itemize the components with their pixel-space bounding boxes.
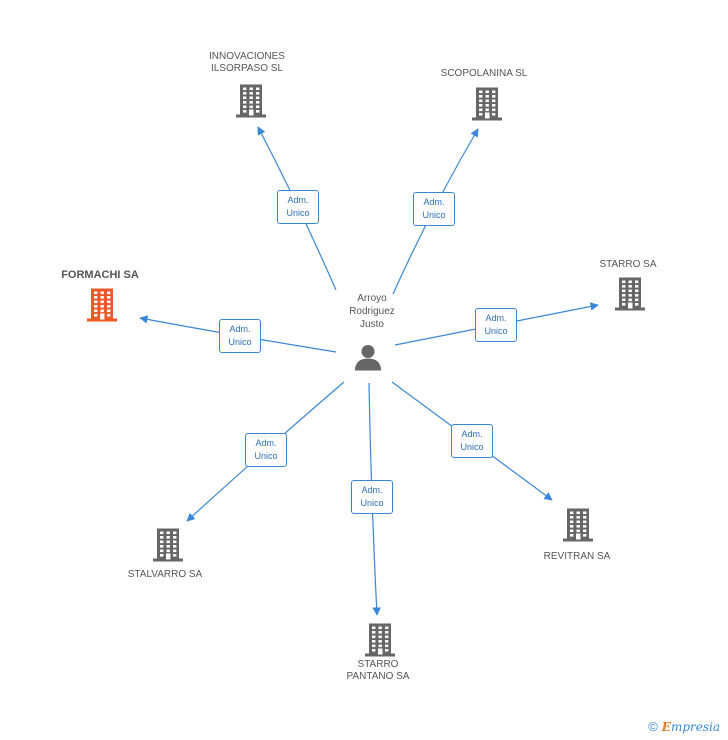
building-icon[interactable]: [470, 86, 504, 127]
relation-label-stalvarro[interactable]: Adm. Unico: [245, 433, 287, 467]
relation-text: Adm.: [287, 195, 309, 205]
relation-text: Unico: [286, 208, 310, 218]
relation-label-revitran[interactable]: Adm. Unico: [451, 424, 493, 458]
relation-text: Adm.: [485, 313, 507, 323]
brand-logo[interactable]: Empresia: [661, 720, 720, 734]
relation-label-scopolanina[interactable]: Adm. Unico: [413, 192, 455, 226]
company-label-revitran[interactable]: REVITRAN SA: [543, 551, 611, 562]
relation-text: Adm.: [229, 324, 251, 334]
building-icon[interactable]: [85, 287, 119, 328]
relation-text: Adm.: [461, 429, 483, 439]
company-label-stalvarro[interactable]: STALVARRO SA: [127, 569, 203, 580]
building-icon[interactable]: [363, 622, 397, 663]
company-label-starro[interactable]: STARRO SA: [599, 259, 657, 270]
relation-label-starro[interactable]: Adm. Unico: [475, 308, 517, 342]
building-icon[interactable]: [234, 83, 268, 124]
relation-text: Unico: [422, 210, 446, 220]
person-icon[interactable]: [353, 343, 383, 378]
company-label-starro-pantano[interactable]: STARRO PANTANO SA: [346, 659, 410, 682]
relation-label-formachi[interactable]: Adm. Unico: [219, 319, 261, 353]
relation-text: Unico: [460, 442, 484, 452]
building-icon[interactable]: [561, 507, 595, 548]
relation-text: Adm.: [423, 197, 445, 207]
company-label-innovaciones[interactable]: INNOVACIONES ILSORPASO SL: [209, 51, 285, 74]
relation-text: Unico: [254, 451, 278, 461]
relation-label-starro-pantano[interactable]: Adm. Unico: [351, 480, 393, 514]
footer-credit: ©Empresia: [648, 719, 720, 734]
relation-label-innovaciones[interactable]: Adm. Unico: [277, 190, 319, 224]
company-label-formachi[interactable]: FORMACHI SA: [61, 269, 139, 281]
relation-text: Adm.: [255, 438, 277, 448]
relation-text: Unico: [360, 498, 384, 508]
center-person-name[interactable]: Arroyo Rodriguez Justo: [349, 293, 395, 330]
relation-text: Unico: [228, 337, 252, 347]
copyright-symbol: ©: [648, 719, 658, 734]
company-label-scopolanina[interactable]: SCOPOLANINA SL: [440, 68, 528, 79]
building-icon[interactable]: [151, 527, 185, 568]
building-icon[interactable]: [613, 276, 647, 317]
relation-text: Unico: [484, 326, 508, 336]
relation-text: Adm.: [361, 485, 383, 495]
